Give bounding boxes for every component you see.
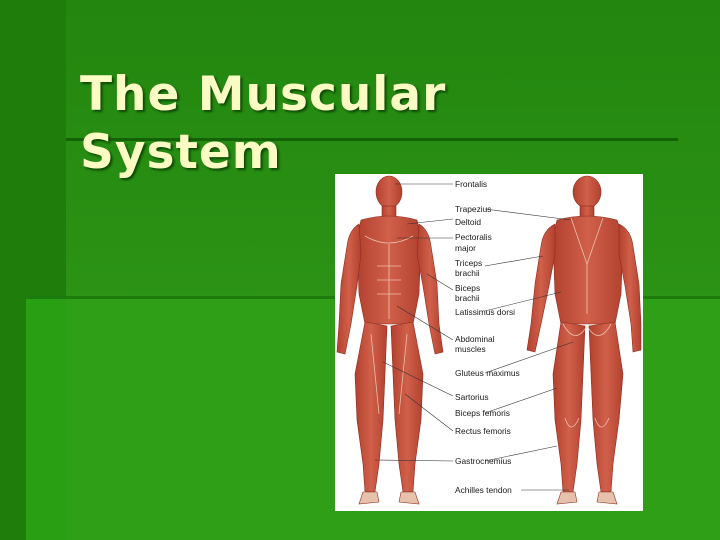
label-abdominal-line2: muscles	[455, 344, 486, 354]
muscle-diagram: Frontalis Trapezius Deltoid Pectoralis m…	[335, 174, 643, 511]
back-figure	[526, 175, 642, 505]
label-gluteus-maximus: Gluteus maximus	[455, 368, 520, 378]
diagram-labels: Frontalis Trapezius Deltoid Pectoralis m…	[455, 179, 520, 495]
front-figure	[336, 175, 444, 505]
label-frontalis: Frontalis	[455, 179, 487, 189]
left-lower-band-decoration	[26, 298, 66, 540]
label-triceps-line1: Triceps	[455, 258, 482, 268]
label-trapezius: Trapezius	[455, 204, 491, 214]
muscle-diagram-svg: Frontalis Trapezius Deltoid Pectoralis m…	[336, 175, 642, 505]
label-rectus-femoris: Rectus femoris	[455, 426, 511, 436]
label-achilles-tendon: Achilles tendon	[455, 485, 512, 495]
label-abdominal-line1: Abdominal	[455, 334, 495, 344]
label-sartorius: Sartorius	[455, 392, 489, 402]
label-latissimus-dorsi: Latissimus dorsi	[455, 307, 515, 317]
label-deltoid: Deltoid	[455, 217, 481, 227]
title-line-2: System	[80, 125, 282, 180]
label-gastrocnemius: Gastrocnemius	[455, 456, 511, 466]
label-biceps-line2: brachii	[455, 293, 480, 303]
back-muscle-lines	[562, 217, 612, 428]
label-pectoralis-line1: Pectoralis	[455, 232, 492, 242]
title-line-1: The Muscular	[80, 67, 447, 122]
label-biceps-line1: Biceps	[455, 283, 480, 293]
label-triceps-line2: brachii	[455, 268, 480, 278]
leader-lines	[374, 183, 574, 491]
label-biceps-femoris: Biceps femoris	[455, 408, 510, 418]
title-divider-line	[66, 138, 678, 141]
slide-title: The Muscular System	[80, 66, 446, 182]
label-pectoralis-line2: major	[455, 243, 476, 253]
